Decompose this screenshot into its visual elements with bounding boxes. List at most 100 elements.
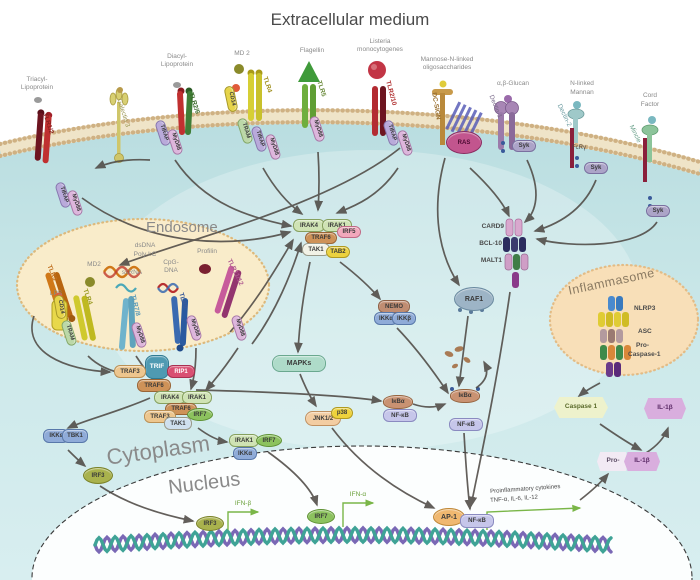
p38-pill: p38 bbox=[331, 407, 353, 419]
fcrg-chain bbox=[570, 128, 574, 168]
profilin-icon bbox=[199, 264, 211, 274]
tlr12-receptor bbox=[34, 109, 53, 164]
irak1-pill: IRAK1 bbox=[182, 391, 212, 404]
cpg-label-1: CpG- bbox=[163, 259, 179, 266]
diacyl-lipoprotein-icon bbox=[173, 82, 181, 88]
ssrna-icon bbox=[115, 283, 137, 293]
listeria-label-2: monocytogenes bbox=[357, 46, 403, 53]
asc-label: ASC bbox=[638, 328, 652, 335]
flagellin-label: Flagellin bbox=[299, 47, 325, 54]
irf3-dna-pill: IRF3 bbox=[196, 516, 224, 531]
mannose-label-1: Mannose-N-linked bbox=[420, 56, 474, 63]
nlrp3-label: NLRP3 bbox=[634, 305, 656, 312]
plasma-membrane bbox=[0, 108, 700, 177]
glucan-icon bbox=[504, 95, 512, 103]
rip1-pill: RIP1 bbox=[167, 365, 195, 378]
tlr4-endosome-receptor bbox=[73, 295, 96, 341]
cord-factor-label-1: Cord bbox=[642, 92, 658, 99]
cell-highlight bbox=[100, 150, 640, 450]
raf1-pill: RAF1 bbox=[454, 287, 494, 311]
tlr4-receptor bbox=[232, 69, 263, 121]
pro-caspase1-label-1: Pro- bbox=[636, 342, 649, 349]
caspase1-hexagon: Caspase 1 bbox=[554, 397, 608, 418]
dcsign-receptor bbox=[432, 80, 453, 145]
irf7-pill: IRF7 bbox=[187, 408, 213, 421]
fcrg-label: FcRγ bbox=[572, 145, 586, 151]
mannose-icon bbox=[439, 80, 447, 88]
dna-helix bbox=[93, 525, 613, 555]
mannose-label-2: oligosaccharides bbox=[422, 64, 472, 71]
malt1-label: MALT1 bbox=[480, 257, 502, 264]
diacyl-label-1: Diacyl- bbox=[167, 53, 187, 60]
pro-il1b-il1b-hexagon: IL-1β bbox=[624, 452, 660, 471]
tlr1112-receptor bbox=[214, 265, 242, 318]
tak1-pill: TAK1 bbox=[164, 417, 192, 430]
nfkb-free-pill: NF-κB bbox=[449, 418, 483, 431]
irf7-dna-pill: IRF7 bbox=[307, 509, 335, 524]
irak4-pill: IRAK4 bbox=[293, 219, 325, 232]
bcl10-label: BCL-10 bbox=[479, 240, 502, 247]
cord-factor-label-2: Factor bbox=[640, 101, 660, 108]
irak1-pill: IRAK1 bbox=[229, 434, 259, 447]
triacyl-lipoprotein-icon bbox=[34, 97, 42, 103]
syk-pill: Syk bbox=[512, 140, 536, 152]
tbk1-pill: TBK1 bbox=[62, 429, 88, 443]
degraded-ikba-icon bbox=[444, 346, 471, 369]
mapks-pill: MAPKs bbox=[272, 355, 326, 372]
card9-label: CARD9 bbox=[481, 223, 504, 230]
dsdna-label-2: Poly I:C bbox=[133, 251, 157, 258]
trif-pill: TRIF bbox=[145, 355, 169, 379]
cpg-label-2: DNA bbox=[164, 267, 178, 274]
card9-bcl10-malt1-complex bbox=[503, 218, 529, 288]
triacyl-label-1: Triacyl- bbox=[26, 76, 48, 83]
mannan-icon bbox=[573, 101, 581, 109]
pro-il1b-pro-hexagon: Pro- bbox=[597, 452, 629, 471]
signal-arrows bbox=[31, 147, 670, 524]
ifnb-gene-label: IFN-β bbox=[234, 500, 252, 507]
mincle-receptor bbox=[641, 116, 659, 208]
ifna-gene-label: IFN-α bbox=[349, 491, 367, 498]
tlr210-receptor bbox=[368, 61, 386, 136]
traf3-pill: TRAF3 bbox=[114, 365, 146, 378]
dectin2-receptor bbox=[567, 101, 585, 168]
irf3-pill: IRF3 bbox=[83, 467, 113, 484]
md2-label: MD 2 bbox=[234, 50, 250, 57]
lps-label: LPS bbox=[49, 290, 63, 297]
md2-endosome-label: MD2 bbox=[87, 261, 101, 268]
md2-endosome-icon bbox=[85, 277, 95, 287]
extracellular-medium-label: Extracellular medium bbox=[270, 10, 430, 29]
mannan-label-2: Mannan bbox=[570, 89, 594, 96]
listeria-label-1: Listeria bbox=[369, 38, 391, 45]
mannan-label-1: N-linked bbox=[570, 80, 594, 87]
profilin-label: Profilin bbox=[197, 248, 217, 255]
cpg-dna-icon bbox=[157, 282, 179, 294]
ikkb-pill: IKKβ bbox=[392, 312, 416, 325]
endosome-label: Endosome bbox=[146, 219, 218, 236]
dsdna-icon bbox=[102, 265, 142, 279]
syk-pill: Syk bbox=[646, 205, 670, 217]
pro-caspase1-label-2: Caspase-1 bbox=[628, 351, 661, 358]
triacyl-label-2: Lipoprotein bbox=[20, 84, 54, 91]
md2-icon bbox=[234, 64, 244, 74]
ikba-pill: IκBα bbox=[383, 395, 413, 409]
cord-factor-icon bbox=[648, 116, 656, 124]
nfkb-dna-pill: NF-κB bbox=[460, 514, 494, 528]
glucan-label: α,β-Glucan bbox=[496, 80, 530, 87]
nfkb-pill: NF-κB bbox=[383, 409, 417, 422]
flagellin-icon bbox=[298, 61, 320, 82]
syk-pill: Syk bbox=[584, 162, 608, 174]
ikba-phospho-pill: IκBα bbox=[450, 389, 480, 403]
irf5-pill: IRF5 bbox=[337, 226, 361, 238]
listeria-icon bbox=[368, 61, 386, 79]
inflammasome-complex bbox=[598, 296, 631, 377]
diacyl-label-2: Lipoprotein bbox=[160, 61, 194, 68]
ras-protein: RAS bbox=[446, 131, 482, 154]
tab2-pill: TAB2 bbox=[326, 246, 350, 258]
tlr26-receptor bbox=[177, 87, 193, 135]
irf7-pill: IRF7 bbox=[256, 434, 282, 447]
il1b-hexagon: IL-1β bbox=[644, 398, 686, 419]
tlr9-receptor bbox=[171, 296, 189, 352]
dsdna-label-1: dsDNA bbox=[134, 242, 156, 249]
